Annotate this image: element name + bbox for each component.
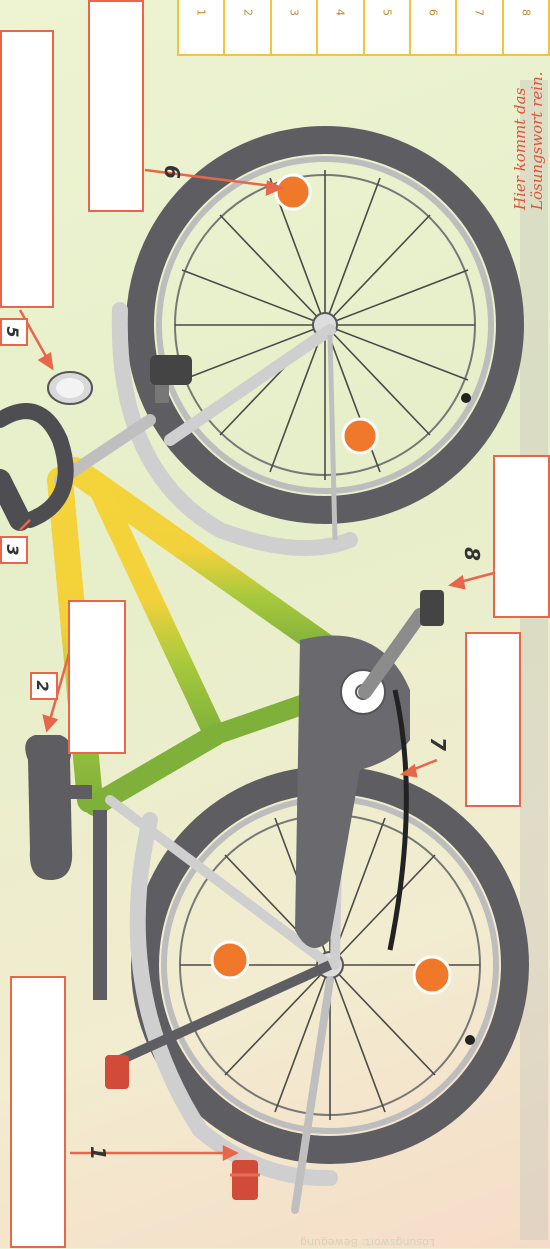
rear-reflector-right xyxy=(414,957,450,993)
ground-shadow xyxy=(520,80,548,1240)
solution-cell[interactable]: 2 xyxy=(223,0,269,54)
callout-number-6: 6 xyxy=(158,158,186,186)
solution-cell-number: 4 xyxy=(334,9,347,16)
solution-cell-number: 6 xyxy=(427,9,440,16)
answer-box-6[interactable] xyxy=(88,0,144,212)
solution-cell-number: 5 xyxy=(380,9,393,16)
solution-cell-number: 1 xyxy=(195,9,208,16)
upside-down-solution-text: Lösungswort: Bewegung xyxy=(300,1236,435,1249)
bell xyxy=(48,372,92,404)
front-fork xyxy=(170,330,330,440)
callout-number-8: 8 xyxy=(458,540,486,568)
rear-light xyxy=(232,1160,258,1200)
solution-cell[interactable]: 7 xyxy=(455,0,501,54)
solution-hint: Hier kommt das Lösungswort rein. xyxy=(512,72,546,210)
solution-cell[interactable]: 1 xyxy=(179,0,223,54)
solution-cell-number: 7 xyxy=(473,9,486,16)
solution-cell[interactable]: 4 xyxy=(316,0,362,54)
callout-number-7: 7 xyxy=(424,730,452,758)
solution-cell-number: 3 xyxy=(287,9,300,16)
callout-number-3: 3 xyxy=(0,536,28,564)
answer-box-2[interactable] xyxy=(68,600,126,754)
solution-cell-number: 2 xyxy=(241,9,254,16)
solution-hint-line1: Hier kommt das xyxy=(511,88,529,210)
solution-cell[interactable]: 8 xyxy=(502,0,548,54)
answer-box-7[interactable] xyxy=(465,632,521,807)
solution-cell[interactable]: 5 xyxy=(363,0,409,54)
solution-hint-line2: Lösungswort rein. xyxy=(528,72,546,210)
rear-reflector-left xyxy=(212,942,248,978)
front-wheel xyxy=(140,140,510,510)
answer-box-5[interactable] xyxy=(0,30,54,308)
front-reflector-top xyxy=(276,175,310,209)
solution-cell[interactable]: 6 xyxy=(409,0,455,54)
answer-box-8[interactable] xyxy=(493,455,550,618)
headlight xyxy=(150,355,192,403)
solution-cell[interactable]: 3 xyxy=(270,0,316,54)
pedal xyxy=(420,590,444,626)
callout-number-5: 5 xyxy=(0,318,28,346)
callout-number-2: 2 xyxy=(30,672,58,700)
solution-cell-number: 8 xyxy=(519,9,532,16)
front-reflector-bottom xyxy=(343,419,377,453)
callout-number-1: 1 xyxy=(84,1139,112,1167)
answer-box-1[interactable] xyxy=(10,976,66,1248)
solution-word-grid: 1 2 3 4 5 6 7 8 xyxy=(177,0,550,56)
